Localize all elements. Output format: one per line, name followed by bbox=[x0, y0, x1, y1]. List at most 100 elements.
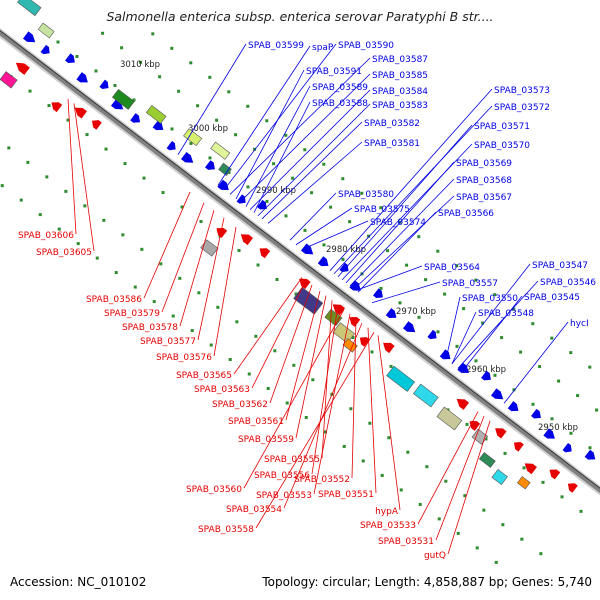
tick-dot bbox=[227, 90, 231, 94]
gene-label-reverse-callout bbox=[321, 300, 333, 459]
tick-dot bbox=[360, 191, 364, 195]
gene-label-reverse: SPAB_03562 bbox=[212, 400, 268, 410]
gene-label-forward-callout bbox=[229, 57, 371, 195]
forward-gene-arrow bbox=[562, 442, 572, 453]
tick-dot bbox=[512, 307, 516, 311]
reverse-gene-arrow bbox=[456, 398, 470, 410]
gene-label-reverse-callout bbox=[269, 284, 313, 404]
gene-label-forward-callout bbox=[503, 321, 569, 404]
tick-dot bbox=[114, 271, 118, 275]
gene-label-reverse: SPAB_03551 bbox=[318, 490, 374, 500]
gene-label-forward: SPAB_03588 bbox=[312, 99, 368, 109]
gene-label-reverse-callout bbox=[143, 191, 191, 299]
gene-label-reverse-callout bbox=[67, 98, 77, 235]
gene-label-forward: SPAB_03548 bbox=[478, 309, 534, 319]
forward-gene-arrow bbox=[385, 308, 397, 319]
tick-dot bbox=[322, 243, 326, 247]
forward-gene-arrow bbox=[402, 321, 416, 333]
tick-dot bbox=[123, 162, 127, 166]
gene-label-reverse: SPAB_03565 bbox=[176, 371, 232, 381]
reverse-gene-arrow bbox=[513, 442, 524, 452]
tick-dot bbox=[26, 160, 30, 164]
tick-dot bbox=[579, 509, 583, 513]
tick-dot bbox=[209, 343, 213, 347]
tick-dot bbox=[246, 185, 250, 189]
forward-gene-arrow bbox=[543, 428, 555, 439]
tick-dot bbox=[304, 415, 308, 419]
reverse-gene-arrow bbox=[259, 248, 271, 259]
gene-label-reverse-callout bbox=[283, 322, 363, 509]
gene-label-forward: SPAB_03580 bbox=[338, 190, 394, 200]
feature-block bbox=[111, 88, 135, 110]
gene-label-reverse-callout bbox=[311, 304, 339, 475]
tick-dot bbox=[417, 315, 421, 319]
gene-label-reverse: SPAB_03558 bbox=[198, 525, 254, 535]
gene-label-forward-callout bbox=[239, 73, 371, 203]
reverse-gene-arrow bbox=[91, 120, 102, 130]
reverse-gene-arrow bbox=[567, 483, 578, 493]
tick-dot bbox=[406, 450, 410, 454]
tick-dot bbox=[140, 247, 144, 251]
tick-dot bbox=[341, 177, 345, 181]
tick-dot bbox=[387, 436, 391, 440]
gene-label-forward-callout bbox=[217, 45, 311, 186]
forward-gene-arrow bbox=[205, 160, 215, 170]
forward-gene-arrow bbox=[110, 98, 124, 110]
tick-dot bbox=[503, 451, 507, 455]
gene-label-forward: SPAB_03575 bbox=[354, 205, 410, 215]
gene-label-forward-callout bbox=[457, 280, 539, 369]
tick-dot bbox=[481, 321, 485, 325]
tick-dot bbox=[576, 394, 580, 398]
tick-dot bbox=[455, 344, 459, 348]
tick-dot bbox=[569, 351, 573, 355]
gene-label-forward: SPAB_03584 bbox=[372, 87, 428, 97]
forward-gene-arrow bbox=[349, 280, 361, 291]
feature-block bbox=[342, 338, 358, 353]
tick-dot bbox=[456, 531, 460, 535]
forward-gene-arrow bbox=[339, 262, 349, 273]
tick-dot bbox=[94, 69, 98, 73]
tick-dot bbox=[272, 162, 276, 166]
tick-dot bbox=[292, 363, 296, 367]
tick-dot bbox=[7, 146, 11, 150]
gene-label-forward: SPAB_03564 bbox=[424, 263, 480, 273]
gene-label-reverse: SPAB_03579 bbox=[104, 309, 160, 319]
tick-dot bbox=[235, 320, 239, 324]
tick-dot bbox=[399, 488, 403, 492]
gene-label-reverse: SPAB_03552 bbox=[294, 475, 350, 485]
tick-dot bbox=[273, 349, 277, 353]
kbp-tick-label: 2980 kbp bbox=[326, 245, 366, 255]
reverse-gene-arrow bbox=[216, 228, 228, 238]
gene-label-forward-callout bbox=[371, 281, 441, 304]
tick-dot bbox=[595, 408, 599, 412]
gene-label-forward: SPAB_03589 bbox=[312, 83, 368, 93]
tick-dot bbox=[341, 257, 345, 261]
tick-dot bbox=[550, 336, 554, 340]
tick-dot bbox=[254, 334, 258, 338]
gene-label-forward-callout bbox=[289, 192, 337, 241]
tick-dot bbox=[199, 220, 203, 224]
tick-dot bbox=[311, 378, 315, 382]
forward-gene-arrow bbox=[317, 256, 329, 267]
tick-dot bbox=[500, 336, 504, 340]
kbp-tick-label: 2950 kbp bbox=[538, 423, 578, 433]
tick-dot bbox=[342, 444, 346, 448]
gene-label-reverse-callout bbox=[255, 332, 375, 529]
gene-label-reverse: SPAB_03586 bbox=[86, 295, 142, 305]
forward-gene-arrow bbox=[217, 179, 229, 190]
tick-dot bbox=[113, 83, 117, 87]
tick-dot bbox=[379, 286, 383, 290]
tick-dot bbox=[95, 256, 99, 260]
tick-dot bbox=[265, 199, 269, 203]
gene-label-forward: hycI bbox=[570, 319, 589, 329]
reverse-gene-arrow bbox=[383, 342, 395, 354]
tick-dot bbox=[522, 466, 526, 470]
tick-dot bbox=[351, 335, 355, 339]
gene-label-reverse: SPAB_03531 bbox=[378, 537, 434, 547]
tick-dot bbox=[361, 459, 365, 463]
tick-dot bbox=[83, 204, 87, 208]
kbp-tick-label: 2990 kbp bbox=[256, 186, 296, 196]
gene-label-forward: SPAB_03585 bbox=[372, 71, 428, 81]
tick-dot bbox=[85, 133, 89, 137]
tick-dot bbox=[541, 480, 545, 484]
